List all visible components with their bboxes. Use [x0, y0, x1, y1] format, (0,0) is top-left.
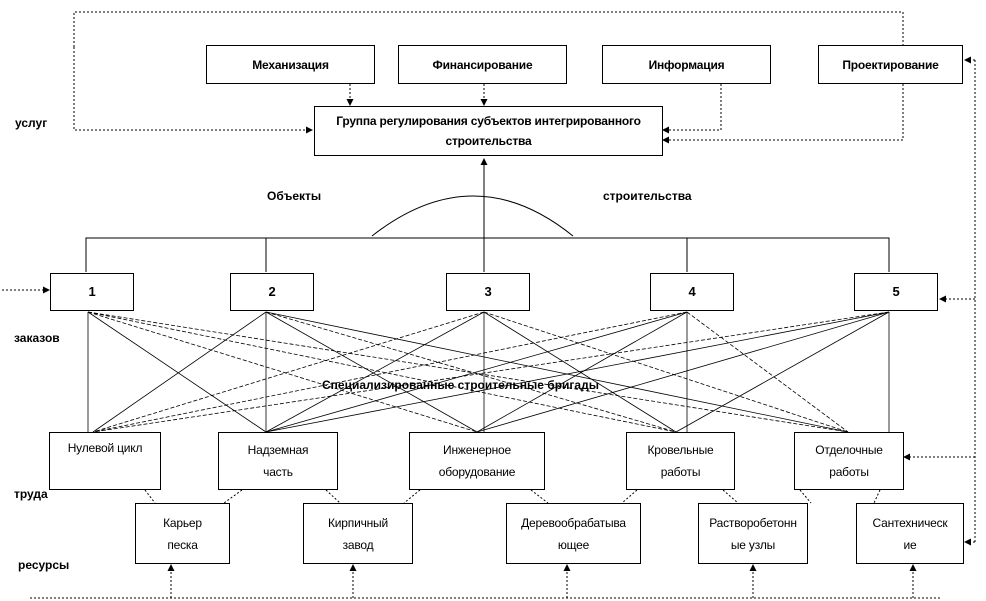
- objects-bus: [85, 237, 890, 272]
- object-box-4: 4: [650, 273, 734, 311]
- design-box: Проектирование: [818, 45, 963, 84]
- object-box-2: 2: [230, 273, 314, 311]
- object-box-1: 1: [50, 273, 134, 311]
- information-box: Информация: [602, 45, 771, 84]
- label-zakazov: заказов: [14, 331, 60, 345]
- label-truda: труда: [14, 487, 48, 501]
- resource-sand-quarry: Карьер песка: [135, 503, 230, 564]
- top-dotted-frame: [2, 11, 976, 599]
- label-resursy: ресурсы: [18, 558, 70, 572]
- object-brigade-links: [87, 311, 890, 433]
- resource-plumbing: Сантехнические: [856, 503, 964, 564]
- resource-woodworking: Деревообрабатывающее: [506, 503, 641, 564]
- brigade-above-ground: Надземная часть: [218, 432, 338, 490]
- label-stroitelstva: строительства: [603, 189, 692, 203]
- brigade-roofing: Кровельные работы: [626, 432, 735, 490]
- resource-brick-plant: Кирпичный завод: [303, 503, 413, 564]
- brigade-engineering: Инженерное оборудование: [409, 432, 545, 490]
- mechanization-box: Механизация: [206, 45, 375, 84]
- regulation-group-box: Группа регулирования субъектов интегриро…: [314, 106, 663, 156]
- label-obekty: Объекты: [267, 189, 322, 203]
- financing-box: Финансирование: [398, 45, 567, 84]
- resource-concrete-units: Растворобетонные узлы: [698, 503, 808, 564]
- objects-arc: [371, 195, 574, 237]
- object-box-3: 3: [446, 273, 530, 311]
- label-uslug: услуг: [15, 116, 48, 130]
- object-box-5: 5: [854, 273, 938, 311]
- brigade-zero-cycle: Нулевой цикл: [49, 432, 161, 490]
- brigade-resource-links: [144, 489, 881, 504]
- brigades-caption: Специализированные строительные бригады: [322, 378, 599, 392]
- brigade-finishing: Отделочные работы: [794, 432, 904, 490]
